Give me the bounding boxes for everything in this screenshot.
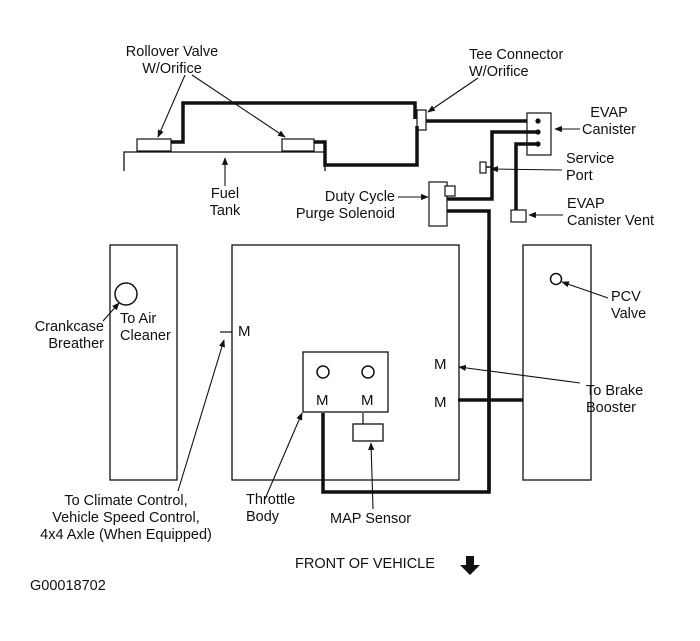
- pcv-valve: [549, 272, 563, 286]
- rollover-valve-left: [136, 138, 172, 152]
- vacuum-hoses: [138, 101, 558, 494]
- label-front-of-vehicle: FRONT OF VEHICLE: [295, 556, 435, 572]
- map-sensor: [352, 423, 384, 442]
- throttle-port-right: [361, 365, 375, 379]
- label-map-sensor: MAP Sensor: [330, 511, 412, 527]
- throttle-port-m-right: M: [361, 392, 374, 409]
- label-to-climate-control: To Climate Control,Vehicle Speed Control…: [40, 493, 212, 543]
- canister-port-1: [535, 118, 541, 124]
- crankcase-breather: [114, 282, 138, 306]
- manifold-port-m-left: M: [238, 323, 251, 340]
- evap-canister-vent: [510, 209, 527, 223]
- purge-solenoid: [428, 181, 456, 227]
- rollover-valve-right: [281, 138, 315, 152]
- throttle-body: [302, 351, 389, 413]
- leader-lines: [102, 74, 609, 510]
- service-port: [479, 161, 487, 174]
- manifold-port-m-right-upper: M: [434, 356, 447, 373]
- throttle-port-left: [316, 365, 330, 379]
- crankcase-panel: [109, 244, 178, 481]
- figure-id: G00018702: [30, 578, 106, 594]
- throttle-port-m-left: M: [316, 392, 329, 409]
- intake-manifold: [231, 244, 460, 481]
- manifold-port-m-right-lower: M: [434, 394, 447, 411]
- front-arrow-icon: [460, 556, 480, 575]
